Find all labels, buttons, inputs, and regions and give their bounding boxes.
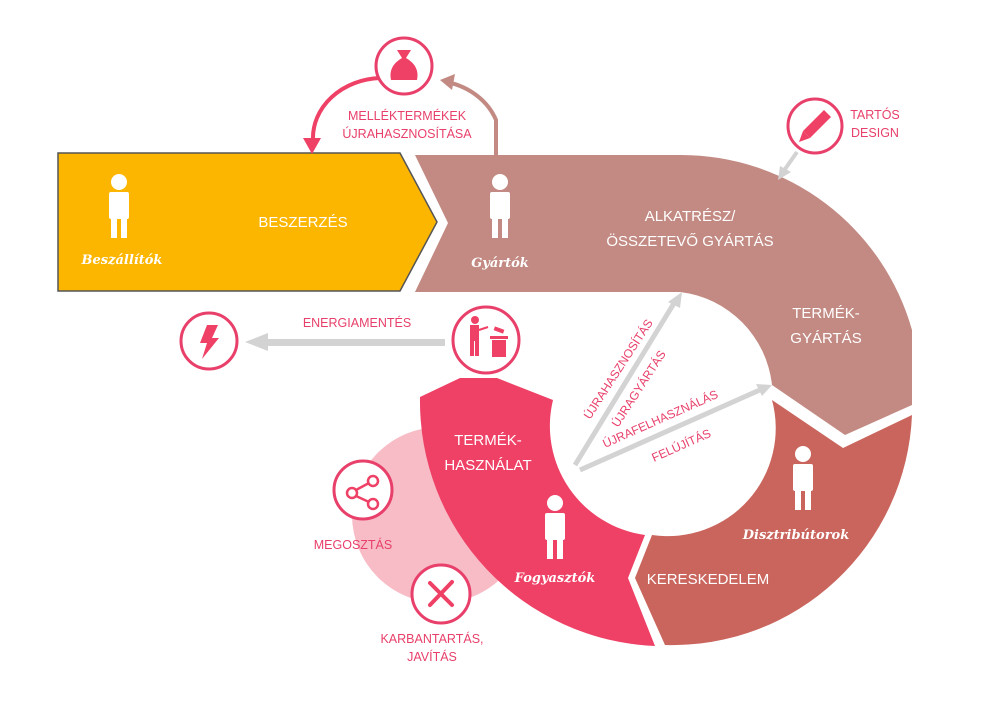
consumption-band	[419, 378, 655, 646]
pencil-icon	[799, 110, 831, 142]
procurement-label: BESZERZÉS	[258, 214, 347, 231]
energy-icon-button	[179, 311, 239, 371]
product-use-label-line2: HASZNÁLAT	[444, 457, 531, 474]
manufacturing-band	[415, 154, 912, 435]
sharing-icon-button	[332, 459, 394, 521]
consumer-actor-label: Fogyasztók	[514, 571, 596, 586]
disposal-icon-button	[451, 305, 521, 375]
money-bag-icon	[390, 50, 418, 80]
byproducts-label-line1: MELLÉKTERMÉKEK	[348, 108, 467, 123]
design-label-line2: DESIGN	[851, 126, 899, 140]
reuse-arrow	[578, 384, 772, 473]
product-manufacturing-label-line2: GYÁRTÁS	[790, 330, 861, 347]
design-label-line1: TARTÓS	[850, 107, 900, 122]
recycling-arrow	[572, 292, 682, 467]
energy-label: ENERGIAMENTÉS	[303, 315, 411, 330]
procurement-band	[57, 152, 438, 292]
product-use-label-line1: TERMÉK-	[454, 432, 522, 449]
byproducts-out-arrow	[446, 80, 498, 155]
tools-icon	[428, 580, 454, 607]
components-label-line1: ALKATRÉSZ/	[645, 208, 736, 225]
design-icon-button	[786, 97, 844, 155]
byproducts-icon-button	[374, 36, 434, 96]
maintenance-icon-button	[410, 563, 472, 625]
retail-label: KERESKEDELEM	[647, 571, 770, 588]
byproducts-return-arrow	[310, 76, 381, 141]
byproducts-label-line2: ÚJRAHASZNOSÍTÁSA	[342, 126, 472, 141]
refurbishing-loop-label: FELÚJÍTÁS	[649, 425, 713, 464]
lightning-icon	[200, 325, 219, 359]
components-label-line2: ÖSSZETEVŐ GYÁRTÁS	[606, 232, 773, 250]
sharing-label: MEGOSZTÁS	[314, 537, 392, 552]
maintenance-label-line1: KARBANTARTÁS,	[380, 631, 483, 646]
energy-arrow	[265, 339, 445, 346]
share-icon	[345, 474, 380, 511]
product-manufacturing-label-line1: TERMÉK-	[792, 305, 860, 322]
distribution-band	[635, 400, 912, 646]
distributor-actor-label: Disztribútorok	[742, 528, 849, 543]
maintenance-label-line2: JAVÍTÁS	[407, 649, 457, 664]
manufacturer-actor-label: Gyártók	[471, 256, 529, 271]
trash-disposal-icon	[470, 316, 508, 357]
supplier-actor-label: Beszállítók	[81, 253, 163, 268]
